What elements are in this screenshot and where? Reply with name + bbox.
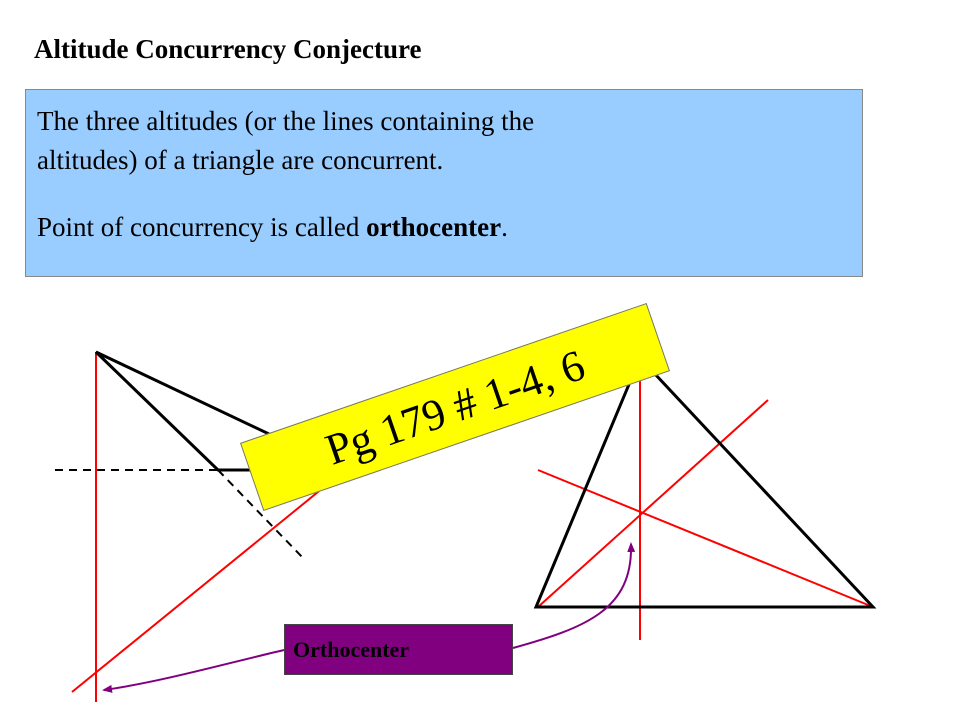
arrow-to-right-orthocenter: [512, 542, 636, 649]
definition-prefix: Point of concurrency is called: [37, 212, 367, 242]
altitude-line: [537, 399, 769, 608]
definition-line-2: altitudes) of a triangle are concurrent.: [37, 145, 444, 175]
altitude-line: [71, 469, 346, 693]
acute-triangle: [533, 355, 877, 609]
definition-line-3: Point of concurrency is called orthocent…: [37, 208, 850, 247]
acute-triangle-figure: [533, 355, 877, 640]
definition-line-1: The three altitudes (or the lines contai…: [37, 106, 535, 136]
definition-suffix: .: [501, 212, 508, 242]
orthocenter-label: Orthocenter: [284, 624, 513, 675]
definition-box: The three altitudes (or the lines contai…: [25, 89, 863, 277]
slide-title: Altitude Concurrency Conjecture: [34, 34, 422, 64]
altitude-line: [537, 469, 874, 608]
orthocenter-term: orthocenter: [366, 212, 502, 242]
arrow-to-left-orthocenter: [102, 649, 285, 693]
dashed-extension-line: [217, 469, 306, 561]
